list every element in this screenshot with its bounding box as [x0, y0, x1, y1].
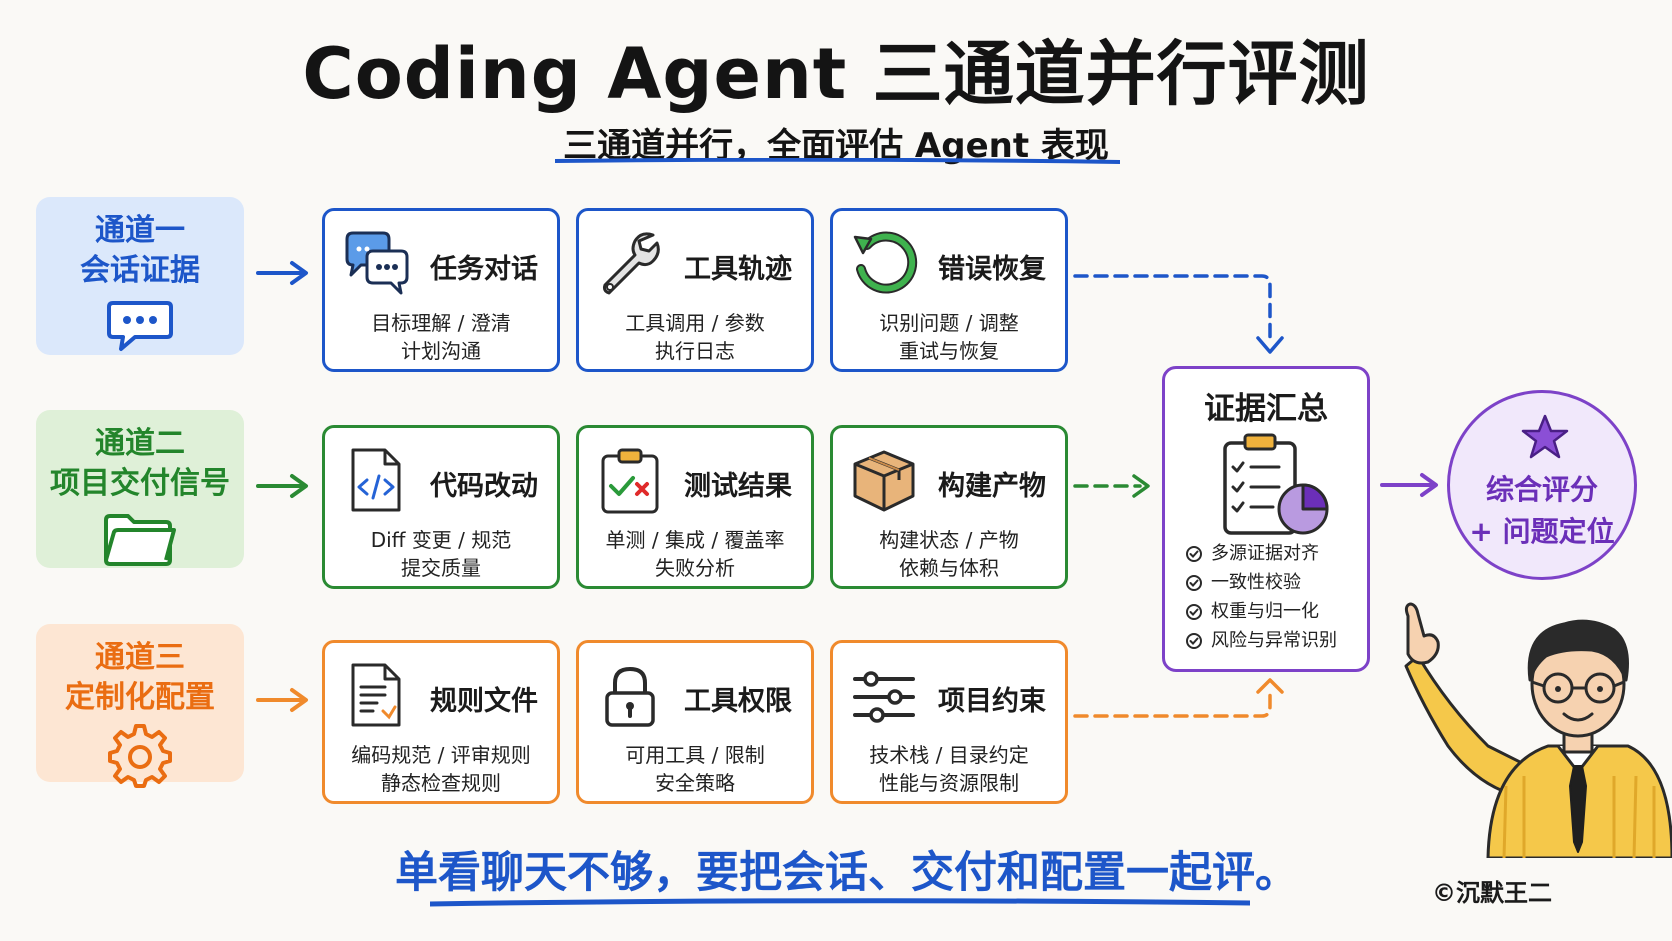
folder-icon — [104, 514, 176, 566]
wrench-icon — [603, 232, 660, 295]
channel-1-number: 通道一 — [95, 213, 185, 248]
card-desc-line-2: 静态检查规则 — [381, 771, 501, 795]
author-credit: ©沉默王二 — [1432, 879, 1552, 907]
summary-item-text: 一致性校验 — [1211, 572, 1301, 593]
connector-orange — [1073, 686, 1272, 718]
arrowhead-blue — [1256, 336, 1284, 354]
check-circle-icon — [1186, 632, 1202, 649]
rules-document-icon — [351, 663, 401, 727]
card-build-artifacts: 构建产物 构建状态 / 产物 依赖与体积 — [830, 425, 1068, 589]
subtitle-underline — [555, 158, 1120, 164]
card-title: 任务对话 — [430, 254, 538, 285]
channel-project-delivery: 通道二 项目交付信号 — [36, 410, 244, 568]
evidence-summary-box: 证据汇总 多源证据对齐 一致性校验 权重与归一化 风险与异常识别 — [1162, 366, 1370, 672]
summary-item: 权重与归一化 — [1185, 597, 1337, 626]
channel-3-number: 通道三 — [95, 640, 185, 675]
card-desc-line-2: 计划沟通 — [401, 339, 481, 363]
card-desc-line-2: 失败分析 — [655, 556, 735, 580]
arrowhead-orange — [1256, 678, 1284, 694]
card-desc-line-2: 依赖与体积 — [899, 556, 999, 580]
card-task-dialogue: 任务对话 目标理解 / 澄清 计划沟通 — [322, 208, 560, 372]
summary-item-text: 多源证据对齐 — [1211, 543, 1319, 564]
channel-custom-config: 通道三 定制化配置 — [36, 624, 244, 788]
chat-icon — [345, 231, 409, 295]
chat-bubble-icon — [107, 301, 173, 351]
card-tool-trace: 工具轨迹 工具调用 / 参数 执行日志 — [576, 208, 814, 372]
card-desc-line-1: 构建状态 / 产物 — [879, 528, 1019, 552]
result-line-2: + 问题定位 — [1469, 515, 1615, 548]
card-desc-line-1: 目标理解 / 澄清 — [371, 311, 511, 335]
summary-item-text: 风险与异常识别 — [1211, 630, 1337, 651]
summary-item-text: 权重与归一化 — [1211, 601, 1319, 622]
code-file-icon — [351, 448, 401, 512]
card-rule-files: 规则文件 编码规范 / 评审规则 静态检查规则 — [322, 640, 560, 804]
card-desc-line-1: 单测 / 集成 / 覆盖率 — [605, 528, 785, 552]
result-arrow — [1380, 473, 1438, 497]
card-title: 项目约束 — [938, 686, 1046, 717]
channel-2-number: 通道二 — [95, 426, 185, 461]
star-icon — [1521, 414, 1569, 459]
result-line-1: 综合评分 — [1485, 473, 1598, 506]
check-circle-icon — [1186, 603, 1202, 620]
channel-3-arrow — [256, 688, 308, 712]
card-desc-line-2: 安全策略 — [655, 771, 735, 795]
lock-icon — [605, 666, 655, 727]
presenter-illustration — [1404, 602, 1672, 858]
channel-3-name: 定制化配置 — [65, 680, 215, 715]
gear-icon — [108, 724, 172, 788]
connector-blue — [1073, 274, 1272, 346]
card-title: 代码改动 — [430, 471, 538, 502]
card-title: 测试结果 — [684, 471, 792, 502]
bottom-underline — [430, 898, 1250, 907]
summary-title: 证据汇总 — [1204, 391, 1328, 427]
summary-item: 风险与异常识别 — [1185, 626, 1337, 655]
channel-1-name: 会话证据 — [80, 253, 200, 288]
card-title: 错误恢复 — [938, 254, 1046, 285]
card-code-changes: 代码改动 Diff 变更 / 规范 提交质量 — [322, 425, 560, 589]
card-title: 构建产物 — [938, 471, 1046, 502]
clipboard-chart-icon — [1223, 433, 1329, 535]
card-desc-line-1: 技术栈 / 目录约定 — [869, 743, 1029, 767]
card-title: 工具轨迹 — [684, 254, 792, 285]
test-clipboard-icon — [601, 448, 659, 514]
summary-item: 多源证据对齐 — [1185, 539, 1337, 568]
card-desc-line-2: 提交质量 — [401, 556, 481, 580]
card-desc-line-1: 可用工具 / 限制 — [625, 743, 765, 767]
package-icon — [853, 450, 915, 512]
retry-icon — [853, 231, 918, 294]
check-circle-icon — [1186, 545, 1202, 562]
card-test-results: 测试结果 单测 / 集成 / 覆盖率 失败分析 — [576, 425, 814, 589]
card-desc-line-2: 性能与资源限制 — [879, 771, 1019, 795]
card-title: 工具权限 — [684, 686, 792, 717]
card-desc-line-1: 工具调用 / 参数 — [625, 311, 765, 335]
card-desc-line-1: Diff 变更 / 规范 — [370, 528, 512, 552]
card-project-constraints: 项目约束 技术栈 / 目录约定 性能与资源限制 — [830, 640, 1068, 804]
page-title: Coding Agent 三通道并行评测 — [302, 33, 1370, 115]
card-error-recovery: 错误恢复 识别问题 / 调整 重试与恢复 — [830, 208, 1068, 372]
final-score-circle: 综合评分 + 问题定位 — [1447, 390, 1637, 580]
arrowhead-green — [1132, 474, 1150, 498]
channel-session-evidence: 通道一 会话证据 — [36, 197, 244, 355]
check-circle-icon — [1186, 574, 1202, 591]
card-title: 规则文件 — [430, 686, 538, 717]
summary-item: 一致性校验 — [1185, 568, 1337, 597]
card-desc-line-2: 执行日志 — [655, 339, 735, 363]
channel-2-arrow — [256, 474, 308, 498]
card-tool-permissions: 工具权限 可用工具 / 限制 安全策略 — [576, 640, 814, 804]
card-desc-line-1: 识别问题 / 调整 — [879, 311, 1019, 335]
card-desc-line-2: 重试与恢复 — [899, 339, 999, 363]
card-desc-line-1: 编码规范 / 评审规则 — [351, 743, 531, 767]
channel-2-name: 项目交付信号 — [50, 466, 230, 501]
sliders-icon — [853, 671, 915, 723]
channel-1-arrow — [256, 261, 308, 285]
bottom-takeaway: 单看聊天不够，要把会话、交付和配置一起评。 — [395, 848, 1298, 898]
summary-checklist: 多源证据对齐 一致性校验 权重与归一化 风险与异常识别 — [1185, 539, 1337, 655]
